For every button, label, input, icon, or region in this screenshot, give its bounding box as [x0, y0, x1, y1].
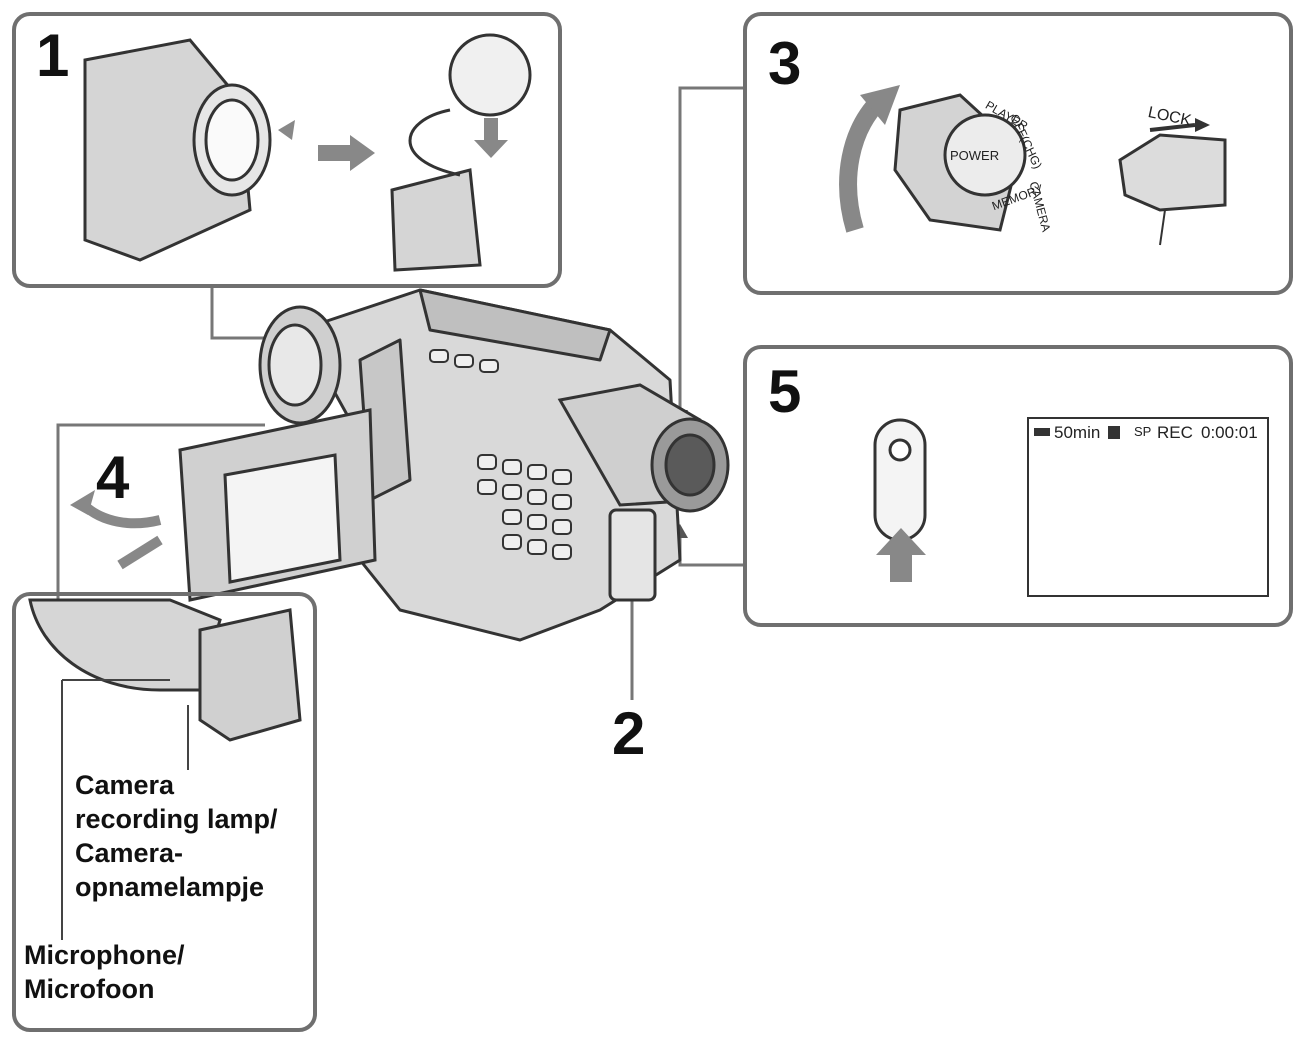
- step1-panel: [12, 12, 562, 288]
- connector-step5: [678, 535, 745, 567]
- connector-step3: [678, 86, 745, 410]
- step5-panel: [743, 345, 1293, 627]
- tape-icon: [1108, 426, 1120, 439]
- inset-mic-lamp-panel: [12, 592, 317, 1032]
- lamp-label-line2: recording lamp/: [75, 804, 278, 834]
- lamp-label-line3: Camera-: [75, 838, 184, 868]
- step-number-2: 2: [612, 700, 646, 767]
- mic-label-line1: Microphone/: [24, 940, 185, 970]
- mic-label-line2: Microfoon: [24, 974, 155, 1004]
- battery-icon: [1034, 428, 1050, 436]
- lamp-label-line4: opnamelampje: [75, 872, 265, 902]
- microphone-label: Microphone/ Microfoon: [24, 938, 185, 1006]
- step-number-3: 3: [768, 30, 802, 97]
- battery-remaining: 50min: [1054, 423, 1101, 442]
- lamp-label-line1: Camera: [75, 770, 175, 800]
- camera-recording-lamp-label: Camera recording lamp/ Camera- opnamelam…: [75, 768, 278, 904]
- step-number-1: 1: [36, 22, 70, 89]
- connector-step1: [210, 288, 275, 340]
- step3-panel: [743, 12, 1293, 295]
- connector-step4: [56, 423, 265, 600]
- tape-mode: SP: [1134, 424, 1152, 439]
- step-number-4: 4: [96, 444, 130, 511]
- power-label: POWER: [950, 148, 1000, 163]
- step-number-5: 5: [768, 358, 802, 425]
- rec-status: REC: [1157, 423, 1193, 442]
- time-counter: 0:00:01: [1201, 423, 1258, 442]
- viewfinder-screen: [1027, 417, 1269, 597]
